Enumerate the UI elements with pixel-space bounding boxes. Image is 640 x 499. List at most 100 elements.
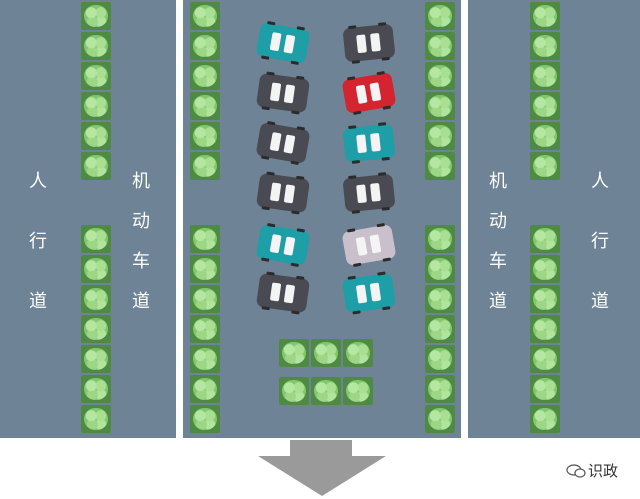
shrub	[279, 339, 309, 367]
shrub	[425, 405, 455, 433]
shrub	[190, 285, 220, 313]
car-wheel	[376, 70, 385, 76]
car-window	[269, 82, 282, 102]
label-char: 道	[132, 291, 150, 312]
car-wheel	[377, 172, 387, 176]
car-window	[283, 84, 296, 104]
car-window	[283, 34, 296, 54]
shrub	[81, 375, 111, 403]
shrub	[530, 2, 560, 30]
label-char: 动	[489, 211, 507, 232]
car-window	[269, 282, 282, 302]
shrub	[190, 122, 220, 150]
label-char: 车	[132, 251, 150, 272]
label-right-sidewalk: 人 行 道	[590, 162, 610, 322]
car-window	[370, 182, 381, 202]
shrub	[425, 92, 455, 120]
shrub	[279, 377, 309, 405]
shrub	[81, 2, 111, 30]
label-char: 动	[132, 211, 150, 232]
car-wheel	[267, 222, 276, 228]
car-wheel	[377, 271, 386, 276]
shrub	[425, 315, 455, 343]
car-wheel	[347, 275, 356, 280]
parked-car	[341, 70, 397, 116]
shrub	[425, 122, 455, 150]
shrub	[425, 375, 455, 403]
shrub	[343, 339, 373, 367]
shrub	[530, 122, 560, 150]
car-wheel	[348, 175, 357, 180]
car-wheel	[296, 175, 305, 180]
wechat-icon	[566, 464, 586, 478]
parked-car	[255, 20, 311, 66]
car-wheel	[267, 120, 276, 126]
parked-car	[341, 271, 397, 315]
shrub	[81, 92, 111, 120]
label-char: 行	[591, 231, 609, 252]
shrub	[81, 62, 111, 90]
shrub	[530, 255, 560, 283]
shrub	[530, 285, 560, 313]
label-char: 人	[591, 171, 609, 192]
shrub	[190, 152, 220, 180]
shrub	[81, 345, 111, 373]
shrub	[81, 255, 111, 283]
car-wheel	[296, 275, 305, 280]
car-wheel	[346, 228, 356, 233]
car-window	[356, 184, 367, 204]
shrub	[190, 375, 220, 403]
car-window	[283, 184, 296, 204]
car-window	[369, 234, 382, 254]
parked-car	[255, 271, 311, 315]
label-char: 人	[29, 171, 47, 192]
shrub	[530, 375, 560, 403]
car-window	[283, 134, 296, 154]
car-wheel	[266, 171, 275, 176]
shrub	[190, 405, 220, 433]
shrub	[190, 345, 220, 373]
parked-car	[255, 71, 311, 115]
shrub	[530, 315, 560, 343]
car-wheel	[266, 71, 275, 76]
car-wheel	[348, 25, 357, 30]
car-window	[355, 84, 368, 104]
shrub	[81, 32, 111, 60]
car-wheel	[376, 222, 385, 228]
shrub	[190, 62, 220, 90]
shrub	[425, 152, 455, 180]
label-left-sidewalk: 人 行 道	[28, 162, 48, 322]
car-wheel	[296, 75, 305, 80]
car-wheel	[296, 26, 306, 31]
shrub	[81, 122, 111, 150]
shrub	[425, 255, 455, 283]
car-wheel	[266, 271, 275, 276]
label-left-motor-lane: 机 动 车 道	[131, 162, 151, 322]
road-divider-left	[176, 0, 181, 438]
car-window	[356, 34, 367, 54]
shrub	[425, 2, 455, 30]
shrub	[190, 315, 220, 343]
shrub	[190, 32, 220, 60]
label-char: 行	[29, 231, 47, 252]
shrub	[425, 32, 455, 60]
shrub	[530, 345, 560, 373]
down-arrow-stem	[290, 440, 352, 458]
label-char: 机	[489, 171, 507, 192]
label-right-motor-lane: 机 动 车 道	[488, 162, 508, 322]
shrub	[81, 225, 111, 253]
label-char: 机	[132, 171, 150, 192]
car-window	[355, 284, 368, 304]
car-window	[369, 82, 382, 102]
car-wheel	[348, 125, 357, 130]
shrub	[190, 2, 220, 30]
car-window	[370, 132, 381, 152]
parked-car	[342, 22, 396, 64]
label-char: 车	[489, 251, 507, 272]
car-wheel	[267, 20, 276, 26]
car-wheel	[296, 126, 306, 131]
label-char: 道	[29, 291, 47, 312]
car-window	[269, 234, 282, 254]
car-wheel	[296, 228, 306, 233]
car-wheel	[377, 22, 387, 26]
